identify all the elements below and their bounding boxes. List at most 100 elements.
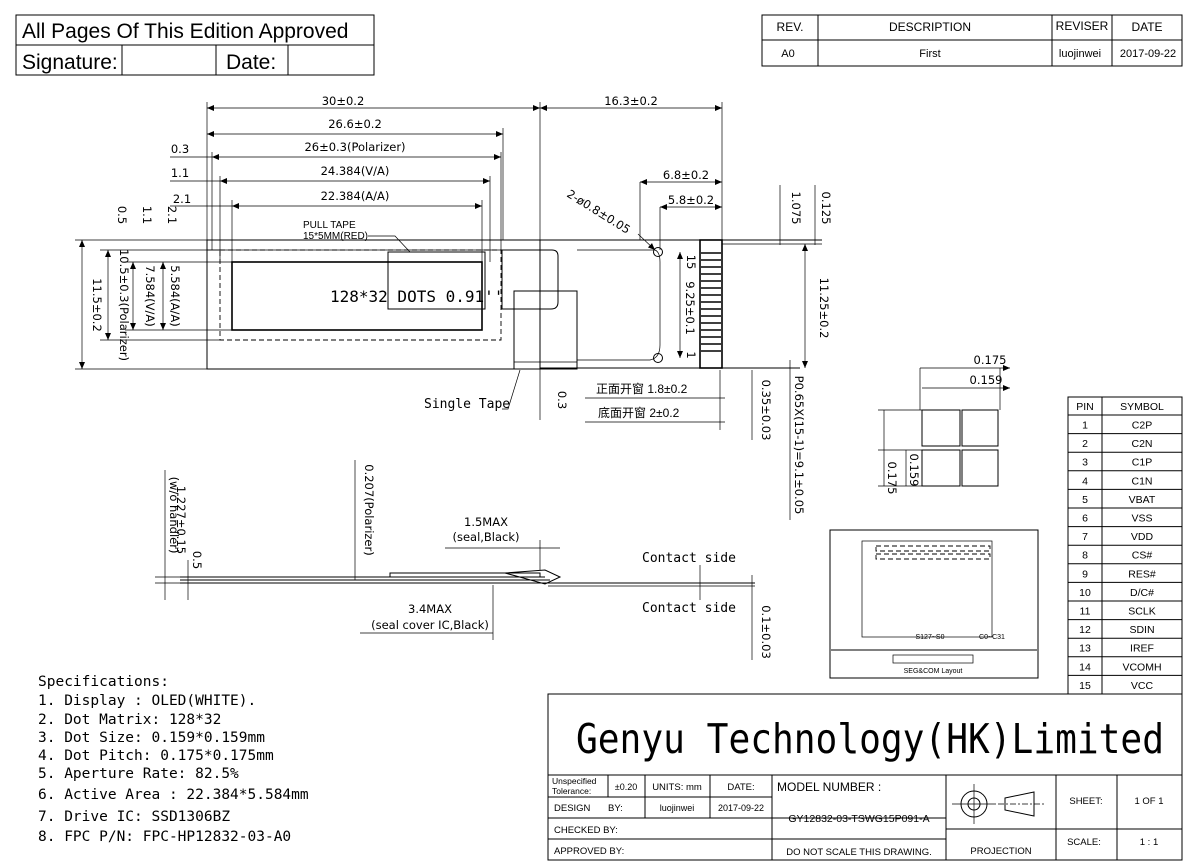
scale-value: 1 : 1	[1140, 837, 1159, 848]
reviser-value: luojinwei	[1059, 48, 1101, 60]
fpc-pads	[701, 252, 721, 352]
pin-symbol: RES#	[1128, 568, 1156, 580]
pin-symbol: CS#	[1132, 550, 1153, 562]
date-value: 2017-09-22	[1120, 48, 1176, 60]
display-label: 128*32 DOTS 0.91''	[330, 287, 503, 306]
dim-offset-21: 2.1	[173, 192, 191, 206]
dim-offset-05: 0.5	[115, 206, 129, 224]
pin-number: 6	[1082, 513, 1088, 525]
pin-symbol: VDD	[1131, 531, 1154, 543]
dim-glass-width: 26.6±0.2	[328, 117, 382, 131]
signature-label: Signature:	[22, 51, 118, 74]
reviser-header: REVISER	[1056, 19, 1109, 33]
dim-va-width: 24.384(V/A)	[321, 164, 390, 178]
pin-number: 5	[1082, 494, 1088, 506]
date-label: Date:	[226, 51, 276, 74]
pin-number: 2	[1082, 438, 1088, 450]
pin-number: 12	[1079, 624, 1091, 636]
pin-symbol: C2P	[1132, 420, 1152, 432]
rev-value: A0	[781, 48, 794, 60]
side-polarizer: 0.207(Polarizer)	[362, 464, 376, 555]
pull-tape-label-1: PULL TAPE	[303, 220, 356, 231]
revision-table: REV. DESCRIPTION REVISER DATE A0 First l…	[761, 14, 1183, 67]
dim-overall-width: 30±0.2	[322, 94, 365, 108]
rev-header: REV.	[777, 20, 804, 34]
side-view: 1.227±0.15 (w/o handler) 0.5 0.207(Polar…	[155, 460, 773, 660]
design-label: DESIGN	[554, 803, 591, 814]
spec-title: Specifications:	[38, 674, 169, 690]
side-thickness-note: (w/o handler)	[167, 477, 181, 554]
symbol-header: SYMBOL	[1120, 401, 1164, 413]
dim-pin-span: 9.25±0.1	[683, 281, 697, 335]
pin-number: 7	[1082, 531, 1088, 543]
pin-number: 4	[1082, 475, 1088, 487]
approved-label: APPROVED BY:	[554, 846, 624, 857]
single-tape-label: Single Tape	[424, 397, 510, 412]
side-thickness: 1.227±0.15	[174, 486, 188, 554]
dim-fpc-1075: 1.075	[789, 192, 803, 225]
pin-number: 10	[1079, 587, 1091, 599]
spec-item: 1. Display : OLED(WHITE).	[38, 693, 256, 709]
pin-number: 8	[1082, 550, 1088, 562]
pin-header: PIN	[1076, 401, 1094, 413]
side-seal-max: 1.5MAX	[464, 515, 508, 529]
pin-last-label: 1	[684, 351, 698, 358]
sheet-label: SHEET:	[1069, 796, 1102, 807]
pin-number: 13	[1079, 643, 1091, 655]
side-ic-note: (seal cover IC,Black)	[371, 618, 489, 632]
dim-offset-bottom-03: 0.3	[555, 391, 569, 409]
description-header: DESCRIPTION	[889, 20, 971, 34]
side-seal-note: (seal,Black)	[452, 530, 519, 544]
model-label: MODEL NUMBER :	[777, 780, 881, 794]
dim-polarizer-width: 26±0.3(Polarizer)	[304, 140, 405, 154]
tolerance-label-1: Unspecified	[552, 776, 597, 786]
side-ic-max: 3.4MAX	[408, 602, 452, 616]
window-back-label: 底面开窗 2±0.2	[598, 405, 680, 420]
pin-first-label: 15	[684, 255, 698, 270]
pin-symbol: VBAT	[1129, 494, 1156, 506]
dim-pad-width: 0.35±0.03	[759, 380, 773, 441]
no-scale-label: DO NOT SCALE THIS DRAWING.	[786, 847, 932, 858]
pin-symbol: SDIN	[1129, 624, 1154, 636]
pin-symbol: C2N	[1131, 438, 1152, 450]
dim-offset-11: 1.1	[171, 166, 189, 180]
by-label: BY:	[608, 803, 623, 814]
company-name: Genyu Technology(HK)Limited	[576, 715, 1164, 763]
pin-number: 15	[1079, 680, 1091, 692]
units-label: UNITS: mm	[652, 782, 702, 793]
model-number-value: GY12832-03-TSWG15P091-A	[788, 813, 929, 825]
dim-fpc-58: 5.8±0.2	[668, 193, 714, 207]
spec-item: 5. Aperture Rate: 82.5%	[38, 766, 239, 782]
dim-height-total: 11.5±0.2	[90, 278, 104, 332]
dim-height-aa: 5.584(A/A)	[168, 265, 182, 327]
pin-number: 3	[1082, 457, 1088, 469]
front-view: 128*32 DOTS 0.91'' 30±0.2 16.3	[75, 94, 833, 520]
date-label-title: DATE:	[727, 782, 754, 793]
pin-number: 9	[1082, 568, 1088, 580]
tolerance-value: ±0.20	[615, 782, 637, 792]
spec-item: 3. Dot Size: 0.159*0.159mm	[38, 730, 265, 746]
dim-holes: 2-ø0.8±0.05	[564, 187, 633, 237]
seg-com-caption: SEG&COM Layout	[904, 668, 963, 675]
sheet-value: 1 OF 1	[1134, 796, 1163, 807]
pin-symbol: C1N	[1131, 475, 1152, 487]
pin-symbol: VCOMH	[1122, 661, 1161, 673]
dot-size-label: 0.159	[970, 373, 1003, 387]
specifications: Specifications: 1. Display : OLED(WHITE)…	[38, 674, 309, 845]
pin-number: 11	[1080, 606, 1091, 618]
tolerance-label-2: Tolerance:	[552, 786, 591, 796]
dim-fpc-68: 6.8±0.2	[663, 168, 709, 182]
dot-detail: 0.175 0.159 0.159 0.175	[878, 353, 1010, 494]
design-date-value: 2017-09-22	[718, 803, 764, 813]
dim-fpc-length: 16.3±0.2	[604, 94, 658, 108]
pull-tape-label-2: 15*5MM(RED)	[303, 231, 368, 242]
dim-height-polarizer: 10.5±0.3(Polarizer)	[117, 249, 131, 361]
dim-voffset-21: 2.1	[165, 206, 179, 224]
approval-box: All Pages Of This Edition Approved Signa…	[15, 14, 375, 76]
side-fpc-thickness: 0.1±0.03	[759, 605, 773, 659]
seg-com-layout: S127~S0 C0~C31 SEG&COM Layout	[829, 529, 1039, 679]
checked-label: CHECKED BY:	[554, 825, 618, 836]
dim-height-va: 7.584(V/A)	[143, 265, 157, 327]
projection-symbol-icon	[952, 784, 1044, 824]
dot-vsize-label: 0.159	[907, 454, 921, 487]
